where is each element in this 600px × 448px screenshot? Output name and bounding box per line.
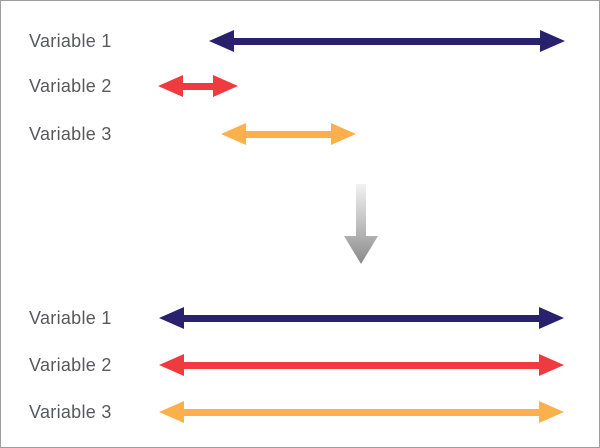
arrow-shaft bbox=[244, 130, 333, 138]
arrowhead-right-icon bbox=[331, 123, 356, 145]
arrow-shaft bbox=[182, 408, 541, 416]
variable-label: Variable 1 bbox=[29, 308, 112, 328]
arrow-shaft bbox=[232, 37, 542, 45]
arrowhead-left-icon bbox=[159, 354, 184, 376]
range-arrow bbox=[158, 75, 238, 97]
variable-row: Variable 1 bbox=[1, 30, 599, 52]
arrowhead-right-icon bbox=[539, 354, 564, 376]
variable-label: Variable 1 bbox=[29, 31, 112, 51]
range-arrow bbox=[159, 401, 564, 423]
arrow-shaft bbox=[181, 82, 215, 90]
arrowhead-left-icon bbox=[221, 123, 246, 145]
arrowhead-left-icon bbox=[159, 401, 184, 423]
arrow-shaft bbox=[182, 361, 541, 369]
range-arrow bbox=[221, 123, 356, 145]
arrowhead-right-icon bbox=[540, 30, 565, 52]
variable-label: Variable 3 bbox=[29, 402, 112, 422]
variable-row: Variable 2 bbox=[1, 354, 599, 376]
range-arrow bbox=[159, 354, 564, 376]
arrowhead-right-icon bbox=[539, 307, 564, 329]
variable-label: Variable 2 bbox=[29, 76, 112, 96]
variable-row: Variable 3 bbox=[1, 401, 599, 423]
range-arrow bbox=[209, 30, 565, 52]
arrowhead-left-icon bbox=[159, 307, 184, 329]
variable-label: Variable 3 bbox=[29, 124, 112, 144]
variable-label: Variable 2 bbox=[29, 355, 112, 375]
range-arrow bbox=[159, 307, 564, 329]
variable-row: Variable 3 bbox=[1, 123, 599, 145]
arrowhead-left-icon bbox=[158, 75, 183, 97]
variable-row: Variable 1 bbox=[1, 307, 599, 329]
arrowhead-right-icon bbox=[539, 401, 564, 423]
arrowhead-left-icon bbox=[209, 30, 234, 52]
arrow-shaft bbox=[182, 314, 541, 322]
variable-row: Variable 2 bbox=[1, 75, 599, 97]
arrowhead-right-icon bbox=[213, 75, 238, 97]
down-arrow-icon bbox=[344, 184, 378, 264]
